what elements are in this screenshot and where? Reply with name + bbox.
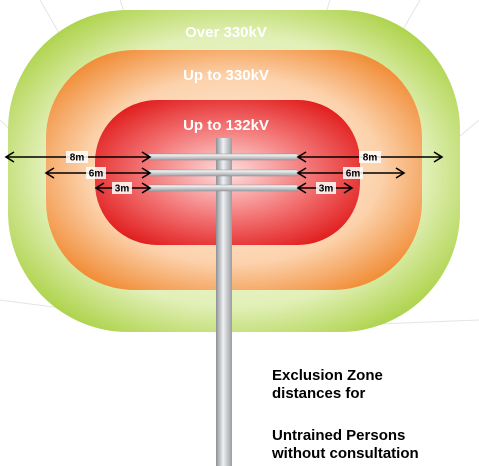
caption-line-1: Exclusion Zone [272, 367, 477, 385]
zone-label-middle: Up to 330kV [183, 67, 269, 84]
dist-label-right-6m: 6m [346, 169, 361, 180]
dist-label-left-8m: 8m [70, 153, 85, 164]
caption-line-3: Untrained Persons [272, 427, 477, 445]
dist-label-left-6m: 6m [89, 169, 104, 180]
zone-label-outer: Over 330kV [185, 24, 267, 41]
conductor-wires [148, 154, 298, 191]
caption-title: Exclusion Zone distances for [272, 367, 477, 403]
zone-label-inner: Up to 132kV [183, 117, 269, 134]
caption-line-2: distances for [272, 385, 477, 403]
dist-label-right-8m: 8m [363, 153, 378, 164]
caption-subtitle: Untrained Persons without consultation [272, 427, 477, 463]
caption-line-4: without consultation [272, 445, 477, 463]
dist-label-left-3m: 3m [115, 184, 130, 195]
dist-label-right-3m: 3m [319, 184, 334, 195]
